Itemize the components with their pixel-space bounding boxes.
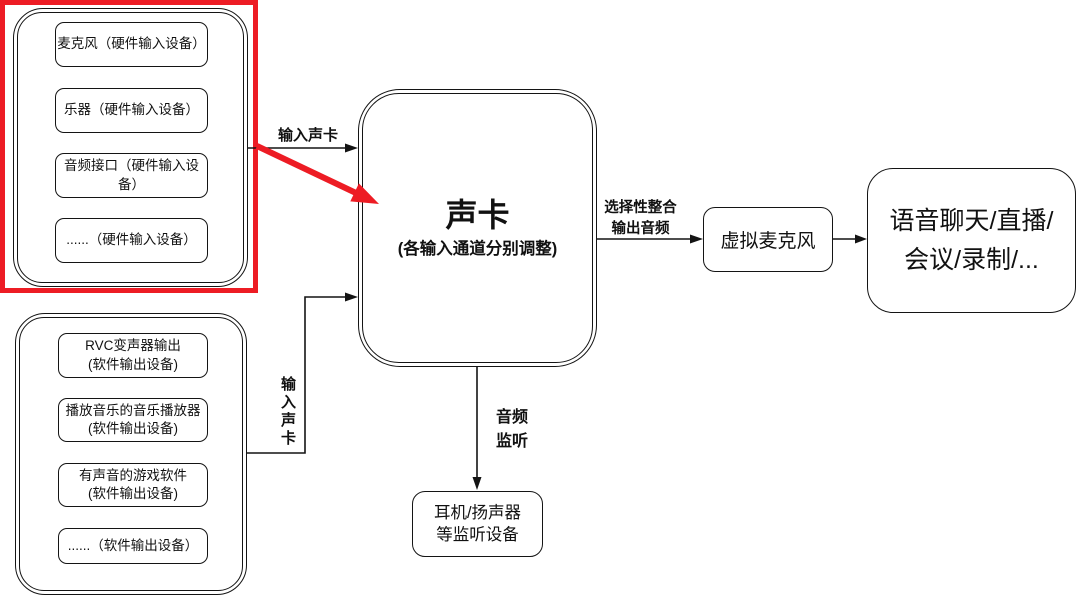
sound-card-node: 声卡 (各输入通道分别调整) bbox=[358, 89, 597, 367]
arrowhead-soundcard-to-monitor bbox=[472, 477, 482, 490]
virtual-mic-node: 虚拟麦克风 bbox=[703, 207, 833, 272]
edge-label-selective-line2: 输出音频 bbox=[611, 221, 670, 237]
hardware-item-others: ......（硬件输入设备） bbox=[55, 218, 208, 263]
sound-card-title: 声卡 bbox=[445, 196, 510, 233]
arrowhead-software-to-soundcard bbox=[345, 292, 358, 302]
monitor-device-line2: 等监听设备 bbox=[436, 526, 519, 544]
software-item-game: 有声音的游戏软件 (软件输出设备) bbox=[58, 463, 208, 507]
apps-line1: 语音聊天/直播/ bbox=[889, 206, 1054, 235]
software-item-line1: 播放音乐的音乐播放器 bbox=[65, 402, 201, 418]
apps-node: 语音聊天/直播/ 会议/录制/... bbox=[867, 168, 1076, 313]
edge-label-selective-output: 选择性整合 输出音频 bbox=[592, 196, 689, 238]
software-item-music-player: 播放音乐的音乐播放器 (软件输出设备) bbox=[58, 398, 208, 442]
arrowhead-virtualmic-to-apps bbox=[855, 234, 867, 244]
hardware-item-label: ......（硬件输入设备） bbox=[66, 232, 197, 248]
hardware-item-label: 麦克风（硬件输入设备） bbox=[57, 36, 206, 52]
hardware-item-audio-interface: 音频接口（硬件输入设备） bbox=[55, 153, 208, 198]
edge-label-input-bottom: 输入声卡 bbox=[279, 376, 296, 448]
edge-label-selective-line1: 选择性整合 bbox=[604, 200, 677, 216]
hardware-item-label: 音频接口（硬件输入设备） bbox=[64, 158, 199, 192]
red-annotation-arrow bbox=[255, 143, 358, 196]
edge-label-audio-monitor: 音频 监听 bbox=[487, 403, 537, 451]
hardware-input-group: 麦克风（硬件输入设备） 乐器（硬件输入设备） 音频接口（硬件输入设备） ....… bbox=[13, 8, 248, 287]
software-item-line2: (软件输出设备) bbox=[88, 356, 178, 372]
hardware-item-microphone: 麦克风（硬件输入设备） bbox=[55, 22, 208, 67]
red-highlight-box bbox=[0, 0, 258, 293]
software-item-line2: (软件输出设备) bbox=[88, 421, 178, 436]
sound-card-subtitle: (各输入通道分别调整) bbox=[397, 240, 558, 259]
monitor-device-node: 耳机/扬声器 等监听设备 bbox=[412, 491, 543, 557]
edge-label-monitor-line2: 监听 bbox=[495, 433, 528, 450]
hardware-item-instrument: 乐器（硬件输入设备） bbox=[55, 88, 208, 133]
monitor-device-line1: 耳机/扬声器 bbox=[433, 503, 522, 522]
software-item-others: ......（软件输出设备） bbox=[58, 528, 208, 564]
software-output-group: RVC变声器输出 (软件输出设备) 播放音乐的音乐播放器 (软件输出设备) 有声… bbox=[15, 313, 247, 595]
software-item-rvc: RVC变声器输出 (软件输出设备) bbox=[58, 333, 208, 378]
software-item-line1: 有声音的游戏软件 bbox=[79, 467, 187, 483]
arrowhead-soundcard-to-virtualmic bbox=[690, 234, 703, 244]
apps-line2: 会议/录制/... bbox=[904, 245, 1039, 274]
edge-label-monitor-line1: 音频 bbox=[495, 409, 528, 426]
hardware-item-label: 乐器（硬件输入设备） bbox=[64, 102, 199, 118]
software-item-line1: RVC变声器输出 bbox=[85, 338, 181, 354]
software-item-line1: ......（软件输出设备） bbox=[67, 537, 199, 553]
virtual-mic-label: 虚拟麦克风 bbox=[720, 231, 816, 252]
edge-label-input-top: 输入声卡 bbox=[277, 127, 338, 144]
software-item-line2: (软件输出设备) bbox=[88, 486, 178, 501]
